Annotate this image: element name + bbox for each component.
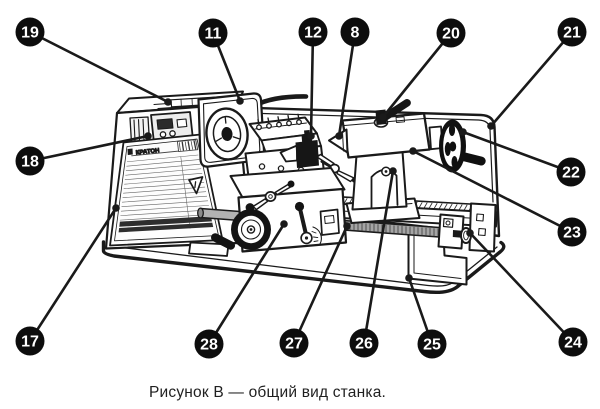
leader-line [207, 222, 286, 346]
callout-badge [557, 217, 587, 247]
callout-badge [194, 329, 224, 359]
leader-dot [335, 132, 343, 140]
callout-number: 17 [21, 334, 39, 351]
leader-dot [280, 220, 288, 228]
callout-number: 12 [304, 25, 322, 42]
callout-number: 11 [205, 26, 222, 43]
callout-26: 26 [349, 167, 397, 358]
callout-17: 17 [15, 204, 120, 356]
callout-number: 23 [563, 225, 581, 242]
stop-button [169, 130, 176, 137]
callout-number: 26 [355, 336, 373, 353]
callout-badge [417, 329, 447, 359]
leader-line [292, 224, 349, 345]
spec-plate: КРАТОН [109, 133, 224, 247]
leader-line [381, 31, 453, 119]
leader-line [28, 30, 170, 104]
callout-28: 28 [194, 220, 288, 359]
warning-triangle-icon [188, 176, 204, 195]
leader-dot [236, 97, 244, 105]
callout-badge [436, 18, 466, 48]
brand-label: КРАТОН [136, 148, 160, 156]
callout-22: 22 [459, 128, 586, 187]
callout-badge [556, 157, 586, 187]
callout-number: 19 [21, 25, 39, 42]
brand-logo-icon [127, 148, 133, 155]
callout-number: 20 [442, 26, 460, 43]
leader-line [337, 30, 357, 138]
callout-23: 23 [409, 147, 587, 247]
callout-badge [15, 146, 45, 176]
headstock-foot [188, 241, 230, 257]
callout-number: 27 [285, 336, 303, 353]
callout-18: 18 [15, 132, 152, 176]
callout-badge [557, 17, 587, 47]
leader-dot [112, 204, 120, 212]
leader-line [411, 149, 574, 234]
leader-dot [487, 122, 495, 130]
leader-line [362, 169, 395, 345]
callout-21: 21 [487, 17, 587, 130]
leader-dot [379, 113, 387, 121]
callout-number: 22 [562, 165, 580, 182]
tailstock-leg [351, 150, 408, 211]
leader-line [28, 134, 150, 163]
callout-number: 8 [351, 25, 360, 42]
leader-dot [307, 132, 315, 140]
leader-dot [466, 229, 474, 237]
leader-dot [144, 132, 152, 140]
callout-number: 24 [564, 335, 582, 352]
tailstock-body [328, 112, 444, 159]
callout-12: 12 [298, 17, 328, 140]
carriage-handwheel [210, 209, 271, 250]
leader-dot [405, 274, 413, 282]
callout-number: 28 [200, 337, 218, 354]
callout-number: 21 [563, 25, 581, 42]
callout-19: 19 [15, 17, 172, 106]
tailstock [328, 99, 486, 224]
callout-badge [15, 326, 45, 356]
leader-line [461, 130, 573, 174]
leader-dot [459, 128, 467, 136]
callout-badge [279, 328, 309, 358]
power-button [159, 131, 167, 138]
cross-feed-crank [245, 180, 295, 212]
callout-badge [349, 328, 379, 358]
leader-dot [409, 147, 417, 155]
chuck [205, 107, 249, 161]
bed-end-cap [468, 202, 497, 253]
leader-line [489, 30, 574, 128]
feed-lever [294, 201, 322, 245]
leader-line [468, 231, 575, 344]
leader-dot [389, 167, 397, 175]
tailstock-handwheel [439, 119, 486, 173]
callout-25: 25 [405, 274, 447, 359]
leader-line [28, 206, 118, 343]
halfnut-indicator [319, 208, 340, 236]
callout-20: 20 [379, 18, 466, 121]
callout-number: 18 [21, 154, 39, 171]
leadscrew [197, 207, 472, 250]
callout-badge [15, 17, 45, 47]
callout-8: 8 [335, 17, 370, 140]
leadscrew-bracket [437, 213, 472, 250]
clamp-bolts [256, 113, 302, 131]
callout-badge [340, 17, 370, 47]
callout-24: 24 [466, 229, 588, 357]
carriage [210, 167, 348, 253]
callout-11: 11 [198, 18, 244, 105]
leader-line [309, 30, 315, 138]
callout-27: 27 [279, 222, 351, 358]
callout-badge [198, 18, 228, 48]
callout-badge [558, 327, 588, 357]
callout-badge [298, 17, 328, 47]
callouts: 19 11 12 8 20 21 18 22 23 17 28 27 26 25 24 [15, 17, 588, 359]
chuck-assembly [197, 92, 309, 168]
leader-dot [343, 222, 351, 230]
figure-caption: Рисунок В — общий вид станка. [149, 384, 387, 401]
leader-dot [164, 98, 172, 106]
callout-number: 25 [423, 337, 441, 354]
